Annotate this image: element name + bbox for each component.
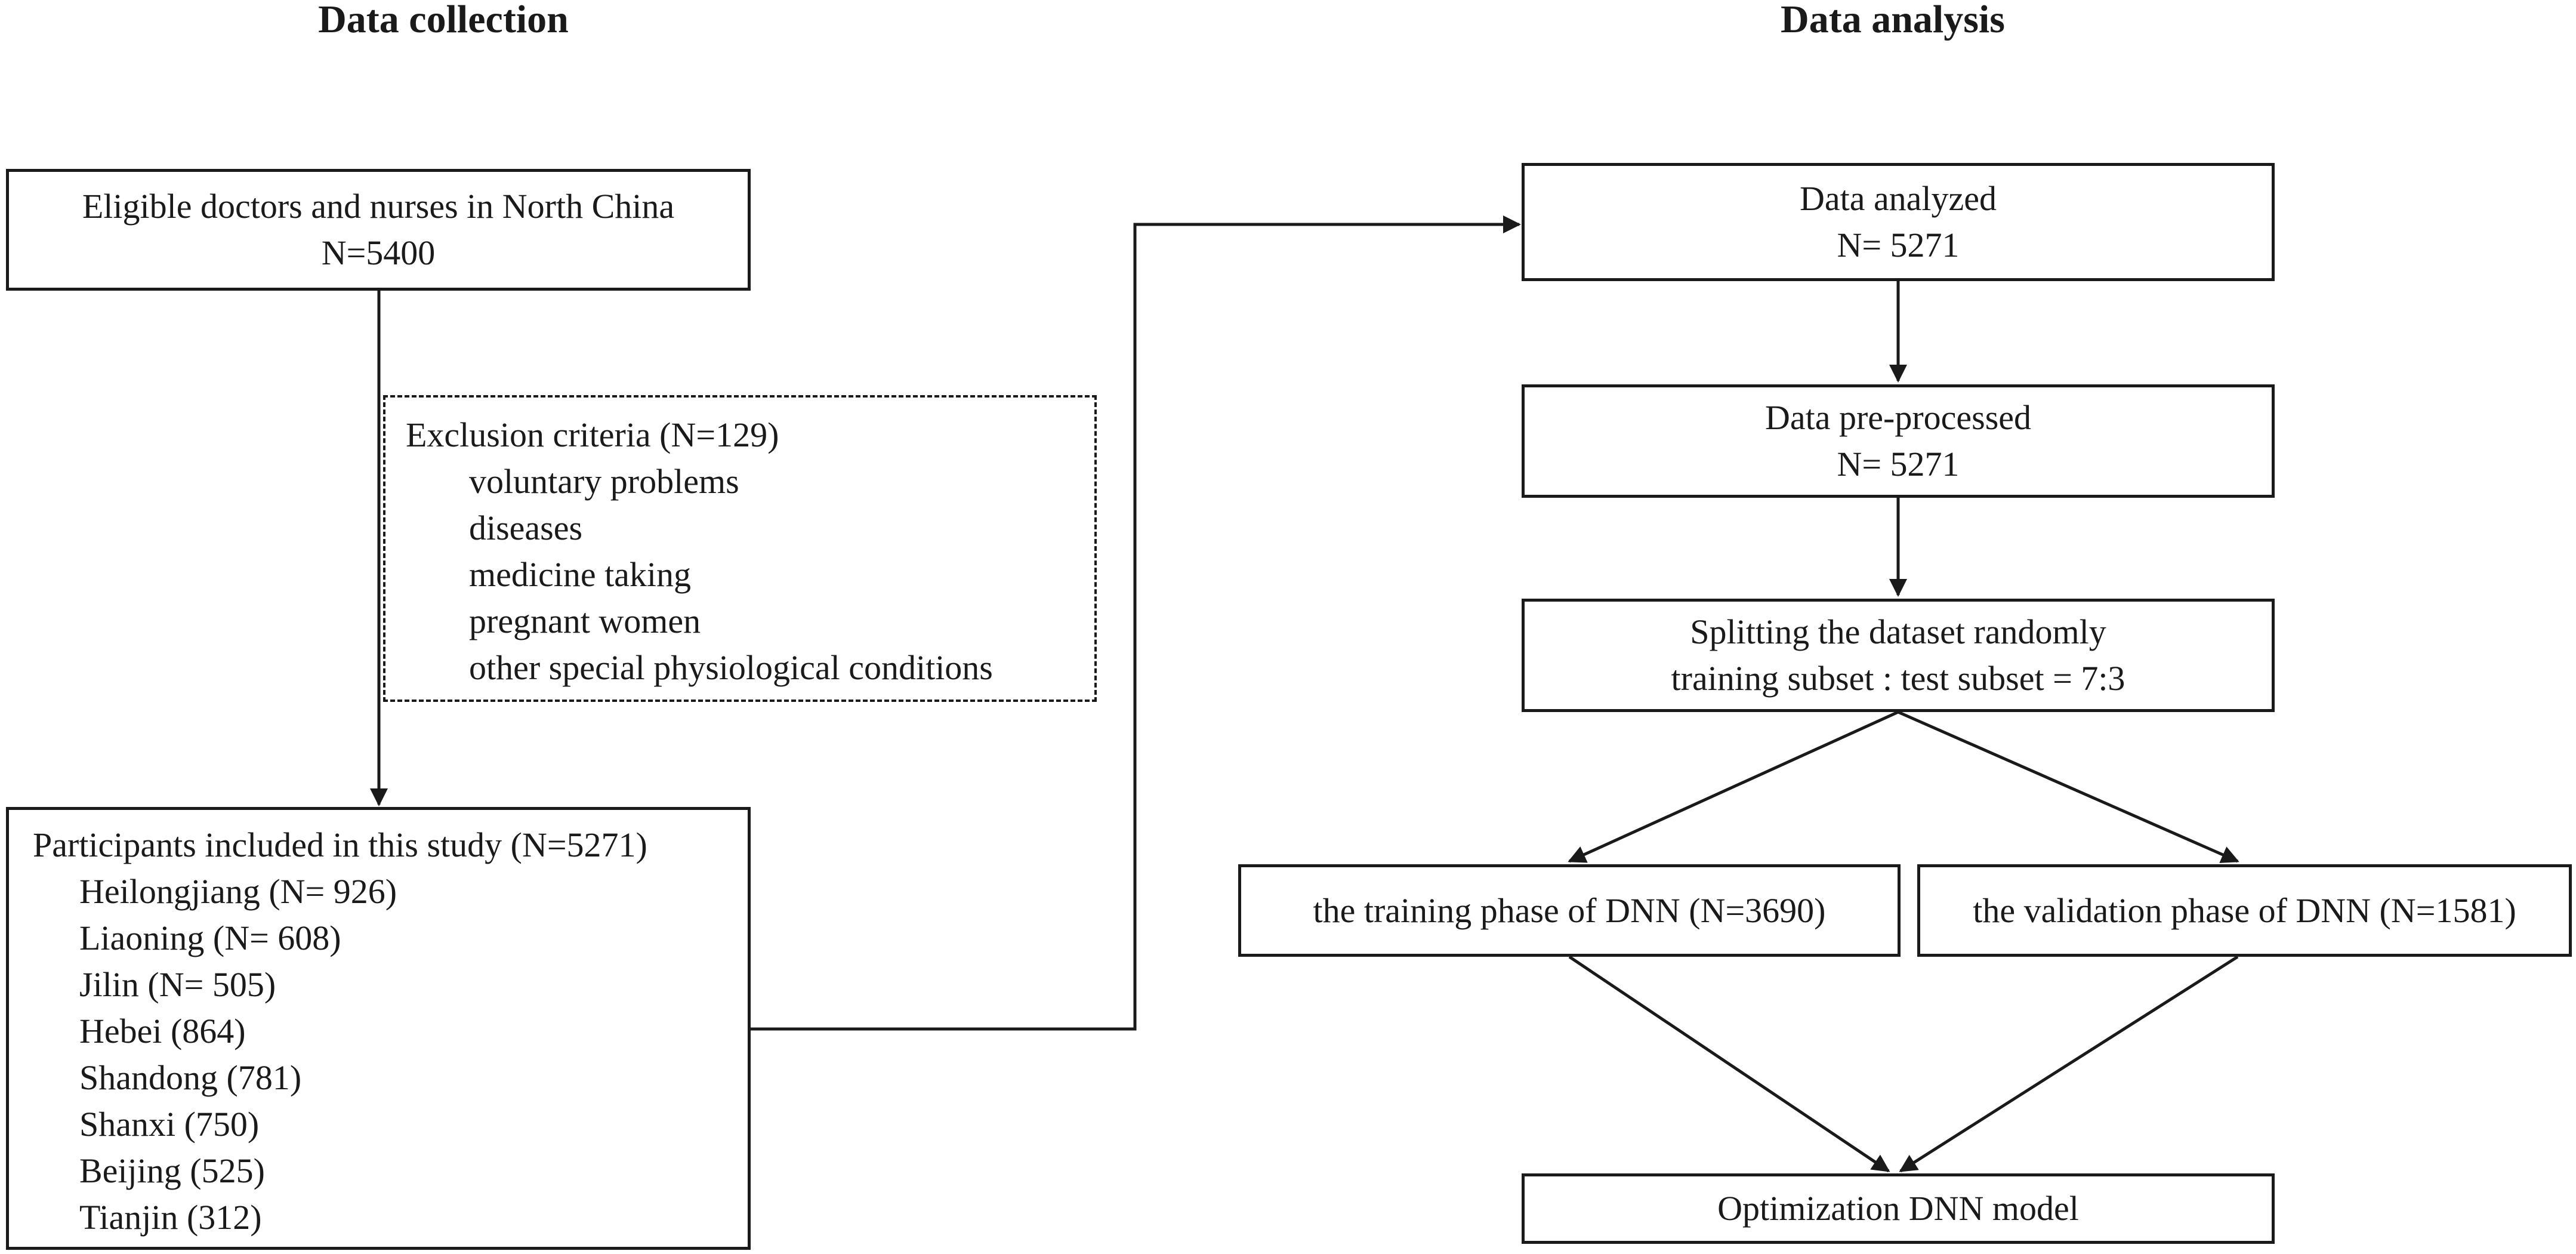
data-preprocessed-box: Data pre-processed N= 5271 (1522, 384, 2275, 498)
validation-phase-label: the validation phase of DNN (N=1581) (1973, 891, 2516, 930)
data-collection-heading: Data collection (318, 0, 569, 41)
exclusion-item: diseases (469, 509, 583, 547)
participants-title: Participants included in this study (N=5… (33, 825, 647, 864)
training-phase-label: the training phase of DNN (N=3690) (1313, 891, 1826, 930)
exclusion-item: voluntary problems (469, 462, 739, 501)
arrow-splitting-to-validation (1897, 710, 2239, 863)
optimization-box: Optimization DNN model (1522, 1173, 2275, 1244)
province-list: Heilongjiang (N= 926) Liaoning (N= 608) … (33, 868, 748, 1241)
province-item: Hebei (864) (79, 1012, 246, 1050)
training-phase-box: the training phase of DNN (N=3690) (1238, 864, 1901, 957)
validation-phase-box: the validation phase of DNN (N=1581) (1917, 864, 2572, 957)
exclusion-criteria-box: Exclusion criteria (N=129) voluntary pro… (383, 395, 1097, 702)
exclusion-title: Exclusion criteria (N=129) (406, 415, 779, 454)
participants-box: Participants included in this study (N=5… (6, 807, 751, 1250)
arrow-validation-to-optimization (1899, 955, 2239, 1173)
province-item: Tianjin (312) (79, 1198, 262, 1237)
province-item: Shanxi (750) (79, 1105, 260, 1144)
province-item: Jilin (N= 505) (79, 965, 276, 1004)
splitting-label: Splitting the dataset randomly (1690, 612, 2106, 651)
province-item: Heilongjiang (N= 926) (79, 872, 397, 911)
splitting-ratio: training subset : test subset = 7:3 (1671, 659, 2125, 698)
eligible-count: N=5400 (321, 233, 436, 272)
eligible-box: Eligible doctors and nurses in North Chi… (6, 169, 751, 291)
data-analyzed-box: Data analyzed N= 5271 (1522, 163, 2275, 281)
exclusion-item: pregnant women (469, 602, 701, 640)
exclusion-list: voluntary problems diseases medicine tak… (406, 458, 1094, 691)
analyzed-label: Data analyzed (1799, 179, 1997, 218)
province-item: Shandong (781) (79, 1058, 302, 1097)
arrow-splitting-to-training (1568, 710, 1899, 863)
data-analysis-heading: Data analysis (1781, 0, 2005, 41)
province-item: Liaoning (N= 608) (79, 919, 341, 957)
arrow-training-to-optimization (1568, 955, 1890, 1173)
preprocessed-count: N= 5271 (1837, 445, 1960, 483)
exclusion-item: other special physiological conditions (469, 648, 993, 687)
arrow-participants-to-analyzed (751, 215, 1521, 1031)
analyzed-count: N= 5271 (1837, 226, 1960, 264)
preprocessed-label: Data pre-processed (1764, 398, 2032, 437)
exclusion-item: medicine taking (469, 555, 692, 594)
province-item: Beijing (525) (79, 1151, 265, 1190)
eligible-label: Eligible doctors and nurses in North Chi… (82, 187, 675, 226)
splitting-box: Splitting the dataset randomly training … (1522, 599, 2275, 712)
optimization-label: Optimization DNN model (1717, 1189, 2079, 1228)
